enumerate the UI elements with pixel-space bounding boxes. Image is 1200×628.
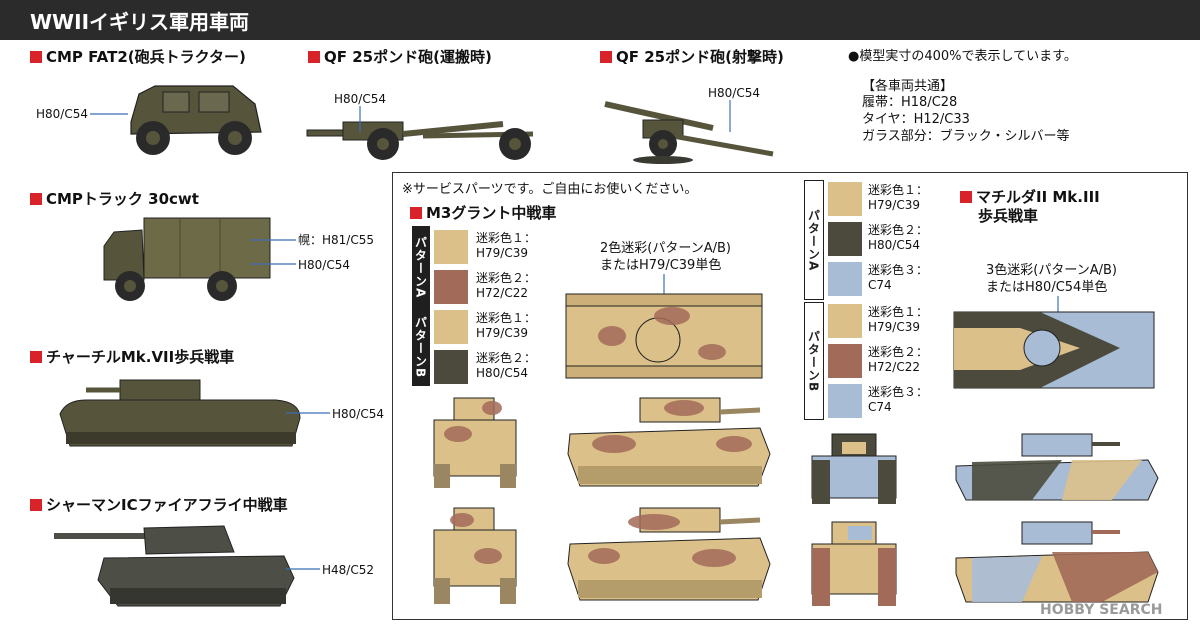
m3-a-swatch-1 xyxy=(434,230,468,264)
m3-front-view-b-illustration xyxy=(433,507,517,604)
red-square-icon xyxy=(30,192,42,205)
service-note: ※サービスパーツです。ご自由にお使いください。 xyxy=(402,182,698,197)
m3-pattern-b-tag: パターンB xyxy=(412,308,430,386)
page-title: WWIIイギリス軍用車両 xyxy=(30,10,250,34)
leader-line xyxy=(286,412,330,414)
matilda-a-swatch-2 xyxy=(828,222,862,256)
section-title-m3-grant: M3グラント中戦車 xyxy=(410,202,556,223)
m3-a-swatch-1-label: 迷彩色１： xyxy=(476,231,537,245)
leader-line xyxy=(286,568,320,570)
matilda-top-view-illustration xyxy=(953,311,1155,389)
leader-line xyxy=(250,239,296,265)
matilda-b-swatch-2-label: 迷彩色２： xyxy=(868,345,929,359)
section-title-cmp-fat2: CMP FAT2(砲兵トラクター) xyxy=(30,46,246,67)
qf25-firing-illustration xyxy=(604,101,774,164)
matilda-b-swatch-3 xyxy=(828,384,862,418)
label-cmp-fat2-color: H80/C54 xyxy=(36,107,88,121)
qf25-transport-illustration xyxy=(306,121,534,160)
header-banner xyxy=(0,0,1200,40)
matilda-b-swatch-1 xyxy=(828,304,862,338)
matilda-pattern-b-tag: パターンB xyxy=(804,302,824,420)
red-square-icon xyxy=(308,50,320,63)
red-square-icon xyxy=(600,50,612,63)
section-title-qf25-firing: QF 25ポンド砲(射撃時) xyxy=(600,46,784,67)
matilda-b-swatch-3-code: C74 xyxy=(868,400,892,414)
red-square-icon xyxy=(30,350,42,363)
matilda-a-swatch-2-code: H80/C54 xyxy=(868,238,920,252)
leader-line xyxy=(359,106,361,132)
section-title-cmp-truck: CMPトラック 30cwt xyxy=(30,188,199,209)
red-square-icon xyxy=(410,206,422,219)
m3-b-swatch-1-label: 迷彩色１： xyxy=(476,311,537,325)
m3-side-view-b-illustration xyxy=(567,507,771,601)
m3-camo-note-2: またはH79/C39単色 xyxy=(600,258,722,273)
matilda-a-swatch-2-label: 迷彩色２： xyxy=(868,223,929,237)
matilda-pattern-a-tag: パターンA xyxy=(804,180,824,300)
matilda-front-view-a-illustration xyxy=(811,433,897,504)
red-square-icon xyxy=(960,190,972,203)
matilda-b-swatch-1-code: H79/C39 xyxy=(868,320,920,334)
leader-line xyxy=(729,100,731,132)
matilda-a-swatch-3-label: 迷彩色３： xyxy=(868,263,929,277)
matilda-a-swatch-3-code: C74 xyxy=(868,278,892,292)
matilda-b-swatch-1-label: 迷彩色１： xyxy=(868,305,929,319)
label-sherman-color: H48/C52 xyxy=(322,563,374,577)
scale-note: ●模型実寸の400%で表示しています。 xyxy=(848,49,1077,64)
m3-pattern-a-tag: パターンA xyxy=(412,226,430,308)
m3-camo-note-1: 2色迷彩(パターンA/B) xyxy=(600,241,731,256)
matilda-a-swatch-1-label: 迷彩色１： xyxy=(868,183,929,197)
matilda-side-view-b-illustration xyxy=(955,521,1159,603)
m3-b-swatch-1 xyxy=(434,310,468,344)
m3-a-swatch-1-code: H79/C39 xyxy=(476,246,528,260)
red-square-icon xyxy=(30,50,42,63)
m3-b-swatch-1-code: H79/C39 xyxy=(476,326,528,340)
red-square-icon xyxy=(30,498,42,511)
common-line-tires: タイヤ：H12/C33 xyxy=(862,112,970,127)
leader-line xyxy=(90,113,128,115)
matilda-side-view-a-illustration xyxy=(955,433,1159,501)
matilda-camo-note-1: 3色迷彩(パターンA/B) xyxy=(986,263,1117,278)
matilda-b-swatch-3-label: 迷彩色３： xyxy=(868,385,929,399)
label-churchill-color: H80/C54 xyxy=(332,407,384,421)
label-cmp-truck-body: H80/C54 xyxy=(298,258,350,272)
m3-b-swatch-2-code: H80/C54 xyxy=(476,366,528,380)
matilda-a-swatch-1 xyxy=(828,182,862,216)
matilda-a-swatch-1-code: H79/C39 xyxy=(868,198,920,212)
m3-a-swatch-2 xyxy=(434,270,468,304)
matilda-b-swatch-2 xyxy=(828,344,862,378)
section-title-qf25-transport: QF 25ポンド砲(運搬時) xyxy=(308,46,492,67)
watermark: HOBBY SEARCH xyxy=(1040,602,1163,618)
label-qf25-transport-color: H80/C54 xyxy=(334,92,386,106)
matilda-a-swatch-3 xyxy=(828,262,862,296)
section-title-churchill: チャーチルMk.VII歩兵戦車 xyxy=(30,346,234,367)
matilda-b-swatch-2-code: H72/C22 xyxy=(868,360,920,374)
section-title-matilda: マチルダII Mk.III xyxy=(960,186,1100,207)
common-line-glass: ガラス部分：ブラック・シルバー等 xyxy=(862,129,1070,144)
cmp-fat2-illustration xyxy=(130,85,262,155)
m3-b-swatch-2-label: 迷彩色２： xyxy=(476,351,537,365)
matilda-front-view-b-illustration xyxy=(811,521,897,606)
m3-front-view-a-illustration xyxy=(433,397,517,488)
sherman-illustration xyxy=(54,525,295,607)
label-qf25-firing-color: H80/C54 xyxy=(708,86,760,100)
cmp-truck-illustration xyxy=(103,217,271,301)
label-cmp-truck-canopy: 幌：H81/C55 xyxy=(298,233,374,247)
m3-b-swatch-2 xyxy=(434,350,468,384)
churchill-illustration xyxy=(59,379,301,447)
m3-side-view-a-illustration xyxy=(567,397,771,487)
m3-a-swatch-2-code: H72/C22 xyxy=(476,286,528,300)
section-title-matilda-sub: 歩兵戦車 xyxy=(978,207,1039,225)
service-parts-panel xyxy=(392,172,1188,620)
matilda-camo-note-2: またはH80/C54単色 xyxy=(986,280,1108,295)
section-title-sherman: シャーマンICファイアフライ中戦車 xyxy=(30,494,288,515)
m3-top-view-illustration xyxy=(565,293,763,379)
common-heading: 【各車両共通】 xyxy=(862,79,954,94)
common-line-tracks: 履帯：H18/C28 xyxy=(862,95,958,110)
m3-a-swatch-2-label: 迷彩色２： xyxy=(476,271,537,285)
